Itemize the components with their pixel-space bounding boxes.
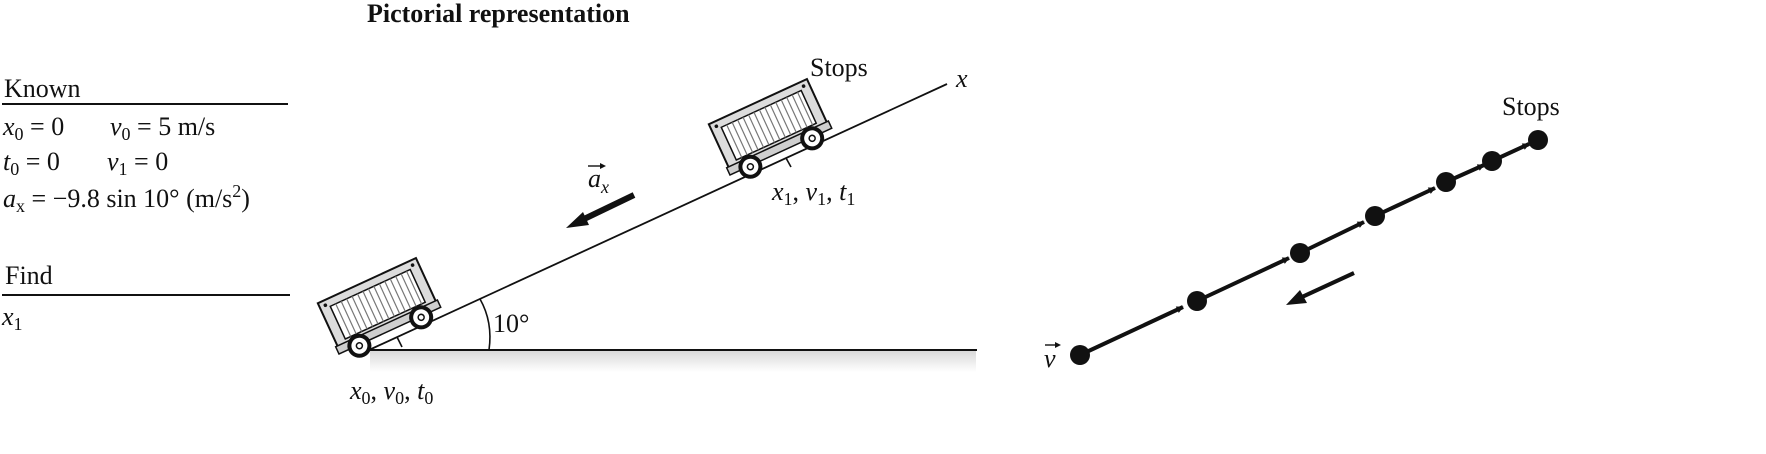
known-t0: t0 = 0 — [3, 147, 60, 179]
known-heading: Known — [4, 74, 81, 103]
position-dot-6 — [1482, 151, 1502, 171]
top-point-label: x1, v1, t1 — [771, 177, 855, 209]
find-x1: x1 — [1, 302, 23, 334]
cart-top — [707, 78, 836, 185]
ground-shading — [370, 350, 976, 372]
velocity-arrow-4 — [1374, 186, 1436, 218]
acceleration-vector-tip — [600, 163, 606, 169]
angle-arc — [479, 298, 491, 351]
cart-bottom — [316, 257, 445, 364]
known-ax: ax = −9.8 sin 10° (m/s2) — [3, 181, 250, 216]
position-dot-1 — [1070, 345, 1090, 365]
stop-tick — [785, 157, 792, 168]
angle-label: 10° — [493, 309, 529, 338]
stops-label-motion: Stops — [1502, 92, 1560, 121]
acceleration-arrow-motion-shaft — [1301, 271, 1355, 299]
position-dot-4 — [1365, 206, 1385, 226]
find-heading: Find — [5, 261, 53, 290]
velocity-arrow-3 — [1299, 220, 1365, 255]
position-dot-3 — [1290, 243, 1310, 263]
velocity-arrow-1 — [1079, 305, 1184, 357]
known-v1: v1 = 0 — [107, 147, 168, 179]
bottom-point-label: x0, v0, t0 — [349, 376, 433, 408]
acceleration-arrow-head — [566, 212, 589, 228]
motion-diagram: Stops v — [1044, 92, 1560, 373]
find-panel: Find x1 — [1, 261, 290, 334]
position-dot-7 — [1528, 130, 1548, 150]
stops-label-ramp: Stops — [810, 53, 868, 82]
velocity-arrow-2 — [1196, 256, 1290, 303]
incline-axis-label: x — [955, 64, 968, 93]
incline-axis — [368, 83, 948, 351]
diagram-title: Pictorial representation — [367, 0, 630, 28]
known-v0: v0 = 5 m/s — [110, 112, 215, 144]
acceleration-label: ax — [588, 164, 609, 197]
acceleration-arrow-motion-head — [1286, 290, 1307, 305]
position-dot-2 — [1187, 291, 1207, 311]
velocity-label: v — [1044, 344, 1056, 373]
known-panel: Known x0 = 0 v0 = 5 m/s t0 = 0 v1 = 0 ax… — [2, 74, 288, 216]
acceleration-arrow-shaft — [580, 192, 636, 223]
velocity-vector-tip — [1055, 342, 1061, 348]
known-x0: x0 = 0 — [2, 112, 64, 144]
start-tick — [396, 336, 403, 348]
position-dot-5 — [1436, 172, 1456, 192]
ramp: x 10° Stops x1, v1, t1 x0, v0, t0 ax — [316, 53, 977, 408]
